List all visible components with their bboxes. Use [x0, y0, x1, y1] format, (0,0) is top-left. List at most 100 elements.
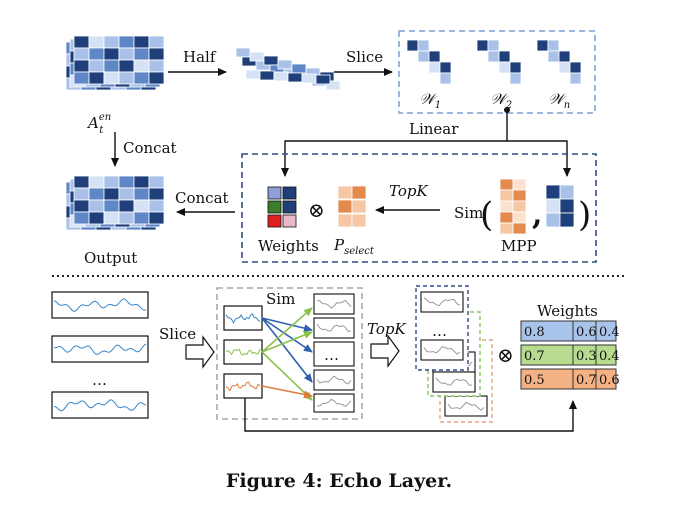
matrix-cell — [103, 199, 120, 213]
matrix-cell — [536, 39, 549, 52]
matrix-cell — [73, 35, 90, 49]
matrix-cell — [103, 187, 120, 201]
paren-open: ( — [480, 195, 493, 235]
p-select-label: Pselect — [333, 236, 375, 257]
matrix-cell — [417, 39, 430, 52]
matrix-cell — [267, 200, 282, 214]
matrix-cell — [133, 47, 150, 61]
selected-orange-1 — [444, 395, 488, 417]
input-series-3 — [51, 391, 149, 419]
matrix-cell — [351, 185, 367, 200]
weight-value: 0.3 — [576, 349, 597, 364]
matrix-cell — [148, 71, 165, 85]
matrix-cell — [428, 50, 441, 63]
sim-label-bottom: Sim — [266, 290, 295, 308]
topk-label-top: TopK — [389, 182, 428, 200]
weights-title: Weights — [537, 302, 598, 320]
pattern-bank: … — [313, 293, 355, 413]
pattern-line — [316, 398, 352, 408]
matrix-cell — [291, 63, 307, 74]
matrix-cell — [487, 50, 500, 63]
w1-label: 𝒲1 — [419, 90, 441, 111]
figure-caption: Figure 4: Echo Layer. — [226, 470, 452, 492]
weight-value: 0.7 — [524, 349, 545, 364]
matrix-cell — [249, 51, 265, 62]
matrix-cell — [88, 199, 105, 213]
w2-label: 𝒲2 — [490, 90, 512, 111]
matrix-cell — [73, 199, 90, 213]
linear-to-weights-arrow — [281, 140, 507, 177]
paren-close: ) — [578, 195, 591, 235]
matrix-cell — [73, 175, 90, 189]
matrix-cell — [267, 214, 282, 228]
matrix-cell — [547, 39, 560, 52]
matrix-cell — [88, 59, 105, 73]
weight-value: 0.6 — [576, 325, 597, 340]
comma: , — [532, 197, 542, 232]
matrix-cell — [301, 73, 317, 84]
matrix-cell — [133, 71, 150, 85]
matrix-cell — [148, 211, 165, 225]
input-series-2 — [51, 335, 149, 363]
matrix-cell — [499, 211, 514, 224]
p-select-column — [337, 185, 367, 228]
matrix-cell — [88, 211, 105, 225]
slice-matrix-operand — [545, 184, 575, 228]
matrix-cell — [133, 187, 150, 201]
matrix-cell — [118, 35, 135, 49]
matrix-cell — [498, 61, 511, 74]
matrix-cell — [133, 199, 150, 213]
half-label: Half — [183, 48, 217, 66]
matrix-cell — [88, 175, 105, 189]
matrix-cell — [133, 35, 150, 49]
matrix-cell — [245, 69, 261, 80]
slice-block-arrow — [185, 335, 215, 369]
selected-green-2 — [432, 371, 476, 393]
matrix-cell — [118, 47, 135, 61]
matrix-cell — [428, 61, 441, 74]
matrix-cell — [545, 198, 561, 214]
sim-label-top: Sim — [454, 204, 483, 222]
matrix-cell — [512, 178, 527, 191]
matrix-cell — [235, 47, 251, 58]
matrix-cell — [337, 185, 353, 200]
matrix-cell — [73, 211, 90, 225]
otimes-bottom: ⊗ — [497, 343, 514, 367]
matrix-cell — [133, 211, 150, 225]
linear-to-sim-arrow — [507, 140, 571, 177]
matrix-cell — [73, 59, 90, 73]
half-matrix — [235, 47, 341, 91]
slice-windows — [406, 39, 582, 85]
weight-cell — [595, 368, 617, 390]
matrix-cell — [439, 72, 452, 85]
matrix-cell — [282, 214, 297, 228]
matrix-cell — [337, 213, 353, 228]
matrix-cell — [73, 47, 90, 61]
matrix-cell — [315, 74, 331, 85]
matrix-cell — [88, 187, 105, 201]
matrix-cell — [103, 211, 120, 225]
matrix-cell — [273, 71, 289, 82]
matrix-cell — [439, 61, 452, 74]
matrix-cell — [509, 61, 522, 74]
weight-value: 0.6 — [599, 373, 620, 388]
matrix-cell — [118, 211, 135, 225]
matrix-cell — [277, 59, 293, 70]
weight-value: 0.8 — [524, 325, 545, 340]
matrix-cell — [133, 59, 150, 73]
matrix-cell — [118, 71, 135, 85]
matrix-cell — [337, 199, 353, 214]
feedback-arrow — [244, 398, 577, 432]
pattern-line — [447, 401, 485, 411]
output-label: Output — [84, 249, 137, 267]
matrix-cell — [103, 47, 120, 61]
stack-ellipsis: … — [432, 322, 447, 340]
matrix-cell — [118, 59, 135, 73]
matrix-cell — [148, 199, 165, 213]
matrix-cell — [148, 47, 165, 61]
matrix-cell — [559, 198, 575, 214]
otimes-top: ⊗ — [308, 198, 325, 222]
matrix-cell — [499, 189, 514, 202]
input-series-1 — [51, 291, 149, 319]
